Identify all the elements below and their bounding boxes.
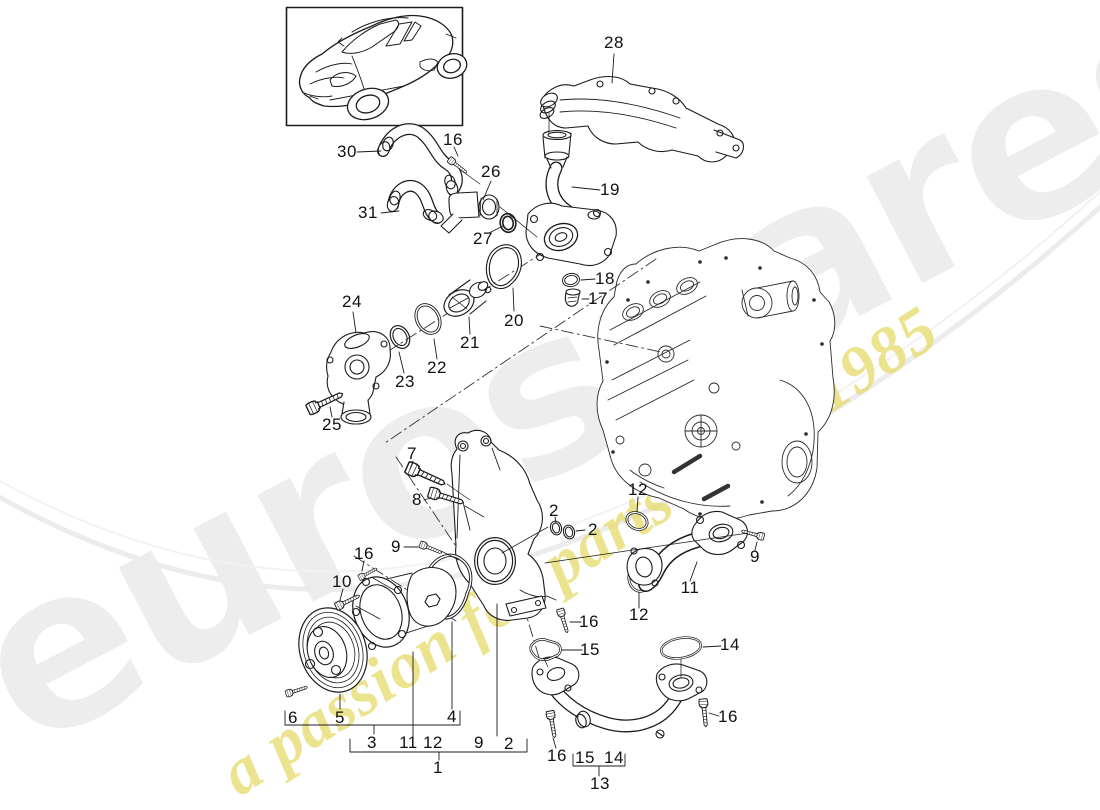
callout-17: 17 [588,289,608,308]
part-water-pump-body [351,566,457,651]
callout-19: 19 [600,180,620,199]
callout-16b: 16 [354,544,374,563]
part-19-water-pipe-housing [525,129,617,267]
callout-16c: 16 [579,612,599,631]
part-15-flange-gasket [529,638,562,662]
part-water-pump-support [450,429,557,621]
callout-4: 4 [447,707,457,726]
part-24-thermostat-housing [326,331,391,425]
part-17-plug [564,288,581,307]
part-5-pulley [298,607,368,693]
part-30-water-hose [377,123,463,196]
part-18-seal-washer [562,272,580,288]
part-9-bolt-left [418,540,444,557]
callout-21: 21 [460,333,480,352]
callout-9a: 9 [391,537,401,556]
callout-7: 7 [407,444,417,463]
starter-motor-drawing [741,280,800,319]
callout-3: 3 [367,733,377,752]
part-22-o-ring [414,303,442,335]
group-brackets [284,603,626,777]
callout-25: 25 [322,415,342,434]
crank-pulley-drawing [684,414,718,448]
part-11-coolant-elbow [626,510,749,592]
callout-14a: 14 [720,635,740,654]
callout-31: 31 [358,203,378,222]
callout-leader-lines [284,53,758,777]
callout-22: 22 [427,358,447,377]
callout-30: 30 [337,142,357,161]
car-thumbnail-drawing [298,14,468,121]
part-21-thermostat [443,279,492,317]
callout-2a: 2 [549,501,559,520]
callout-12a: 12 [628,480,648,499]
part-2-seal-rings [549,520,576,540]
part-6-bolt [284,683,309,698]
callout-27: 27 [473,229,493,248]
callout-15b: 15 [575,748,595,767]
callout-10: 10 [332,572,352,591]
part-16-bolt-pipe-right [698,698,711,728]
callout-20: 20 [504,311,524,330]
callout-9b: 9 [750,547,760,566]
part-26-connector-fitting [440,191,500,234]
part-28-coolant-manifold [539,75,745,163]
part-20-gasket [485,244,522,290]
part-31-water-hose [386,179,444,224]
part-23-seal-ring [389,324,411,350]
callout-16d: 16 [718,707,738,726]
part-14-flange-gasket [660,636,702,660]
callout-16a: 16 [443,130,463,149]
callout-2b: 2 [588,520,598,539]
callout-8: 8 [412,490,422,509]
part-13-coolant-pipe [531,656,708,739]
callout-16e: 16 [547,746,567,765]
vehicle-inset [285,6,468,127]
callout-2c: 2 [504,734,514,753]
callout-1: 1 [433,758,443,777]
callout-15a: 15 [580,640,600,659]
callout-13: 13 [590,774,610,793]
engine-block-drawing [596,238,836,521]
callout-23: 23 [395,372,415,391]
callout-11: 11 [680,578,700,597]
callout-26: 26 [481,162,501,181]
callout-5: 5 [335,708,345,727]
callout-28: 28 [604,33,624,52]
callout-11-12: 11 12 [399,733,443,752]
part-27-o-ring [499,212,517,234]
part-16-bolt-pipe-left [545,709,560,739]
part-16-bolt-drain [555,607,572,635]
callout-24: 24 [342,292,362,311]
callout-12b: 12 [629,605,649,624]
callout-6: 6 [288,708,298,727]
callout-14b: 14 [604,748,624,767]
callout-18: 18 [595,269,615,288]
part-7-bolt [403,460,449,491]
callout-9c: 9 [474,733,484,752]
